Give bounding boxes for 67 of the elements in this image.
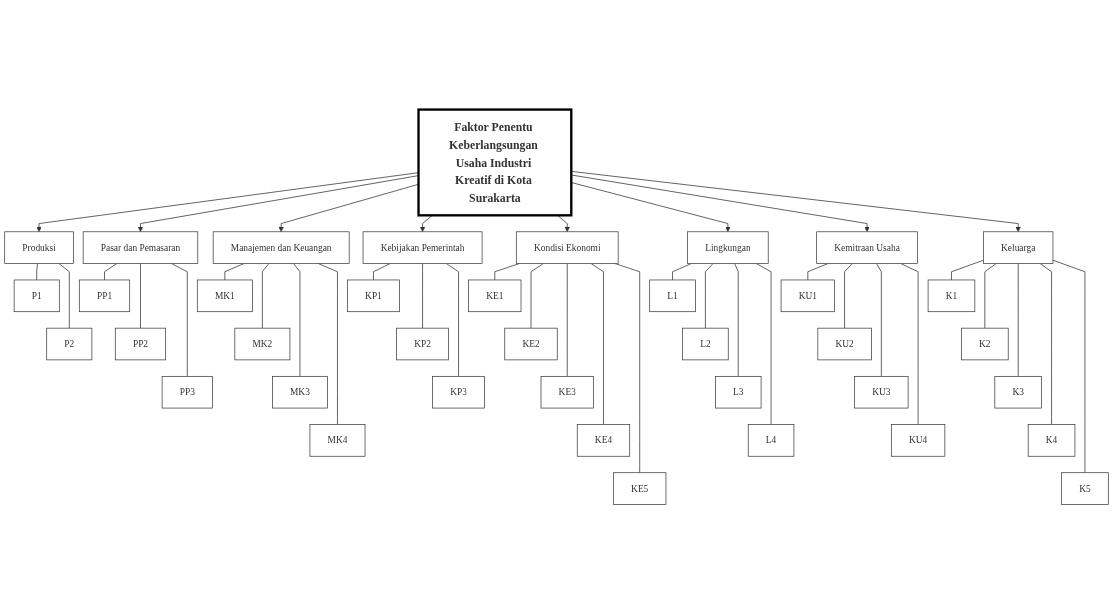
connector: [672, 263, 692, 281]
node-box: Kemitraan Usaha: [816, 231, 918, 264]
connector: [876, 263, 882, 377]
node-box: Kebijakan Pemerintah: [362, 231, 483, 264]
node-box: Keluarga: [983, 231, 1054, 264]
connector: [734, 263, 739, 377]
node-box: K1: [927, 279, 976, 313]
connector: [445, 263, 459, 377]
node-box: KP3: [432, 376, 485, 409]
connector: [373, 263, 391, 281]
node-box: MK2: [234, 327, 291, 361]
connector: [807, 263, 829, 281]
node-box: KU2: [817, 327, 872, 361]
node-box: Kondisi Ekonomi: [515, 231, 619, 264]
node-box: KE5: [613, 472, 667, 505]
node-box: Pasar dan Pemasaran: [82, 231, 199, 264]
connector: [58, 263, 70, 329]
connector: [1017, 263, 1019, 377]
connector: [293, 263, 301, 377]
connector: [590, 263, 604, 425]
node-box: KE3: [540, 376, 594, 409]
connector: [566, 263, 568, 377]
node-box: KU1: [780, 279, 835, 313]
node-box: Lingkungan: [687, 231, 769, 264]
connector: [1052, 259, 1086, 474]
node-box: Faktor Penentu Keberlangsungan Usaha Industri Kreatif di Kota Surakarta: [417, 108, 573, 217]
connector: [705, 263, 714, 329]
node-box: MK4: [309, 424, 366, 457]
node-box: KE4: [576, 424, 631, 457]
connector: [170, 263, 188, 377]
connector: [36, 263, 38, 281]
connector: [755, 263, 772, 425]
node-box: PP1: [78, 279, 131, 313]
connector: [1039, 263, 1052, 425]
connector: [951, 259, 984, 281]
node-box: K5: [1061, 472, 1109, 505]
node-box: K4: [1027, 424, 1076, 457]
node-box: L3: [715, 376, 762, 409]
node-box: L4: [747, 424, 795, 457]
node-box: KP1: [347, 279, 400, 313]
node-box: L2: [682, 327, 729, 361]
connector: [224, 263, 245, 281]
node-box: KE1: [468, 279, 522, 313]
connector: [984, 263, 997, 329]
node-box: MK3: [272, 376, 328, 409]
node-box: Produksi: [4, 231, 74, 264]
connector: [900, 263, 919, 425]
node-box: P1: [13, 279, 60, 313]
connector: [494, 263, 520, 281]
node-box: KU4: [890, 424, 946, 457]
connector: [422, 263, 423, 329]
node-box: KU3: [854, 376, 909, 409]
node-box: L1: [649, 279, 696, 313]
node-box: KP2: [396, 327, 449, 361]
node-box: K2: [961, 327, 1009, 361]
node-box: KE2: [504, 327, 558, 361]
connector: [262, 263, 270, 329]
node-box: K3: [994, 376, 1042, 409]
connector: [844, 263, 853, 329]
node-box: PP2: [114, 327, 167, 361]
node-box: Manajemen dan Keuangan: [212, 231, 350, 264]
connector: [104, 263, 118, 281]
node-box: PP3: [161, 376, 213, 409]
node-box: MK1: [196, 279, 253, 313]
connector: [140, 263, 141, 329]
node-box: P2: [46, 327, 93, 361]
connector: [530, 263, 544, 329]
